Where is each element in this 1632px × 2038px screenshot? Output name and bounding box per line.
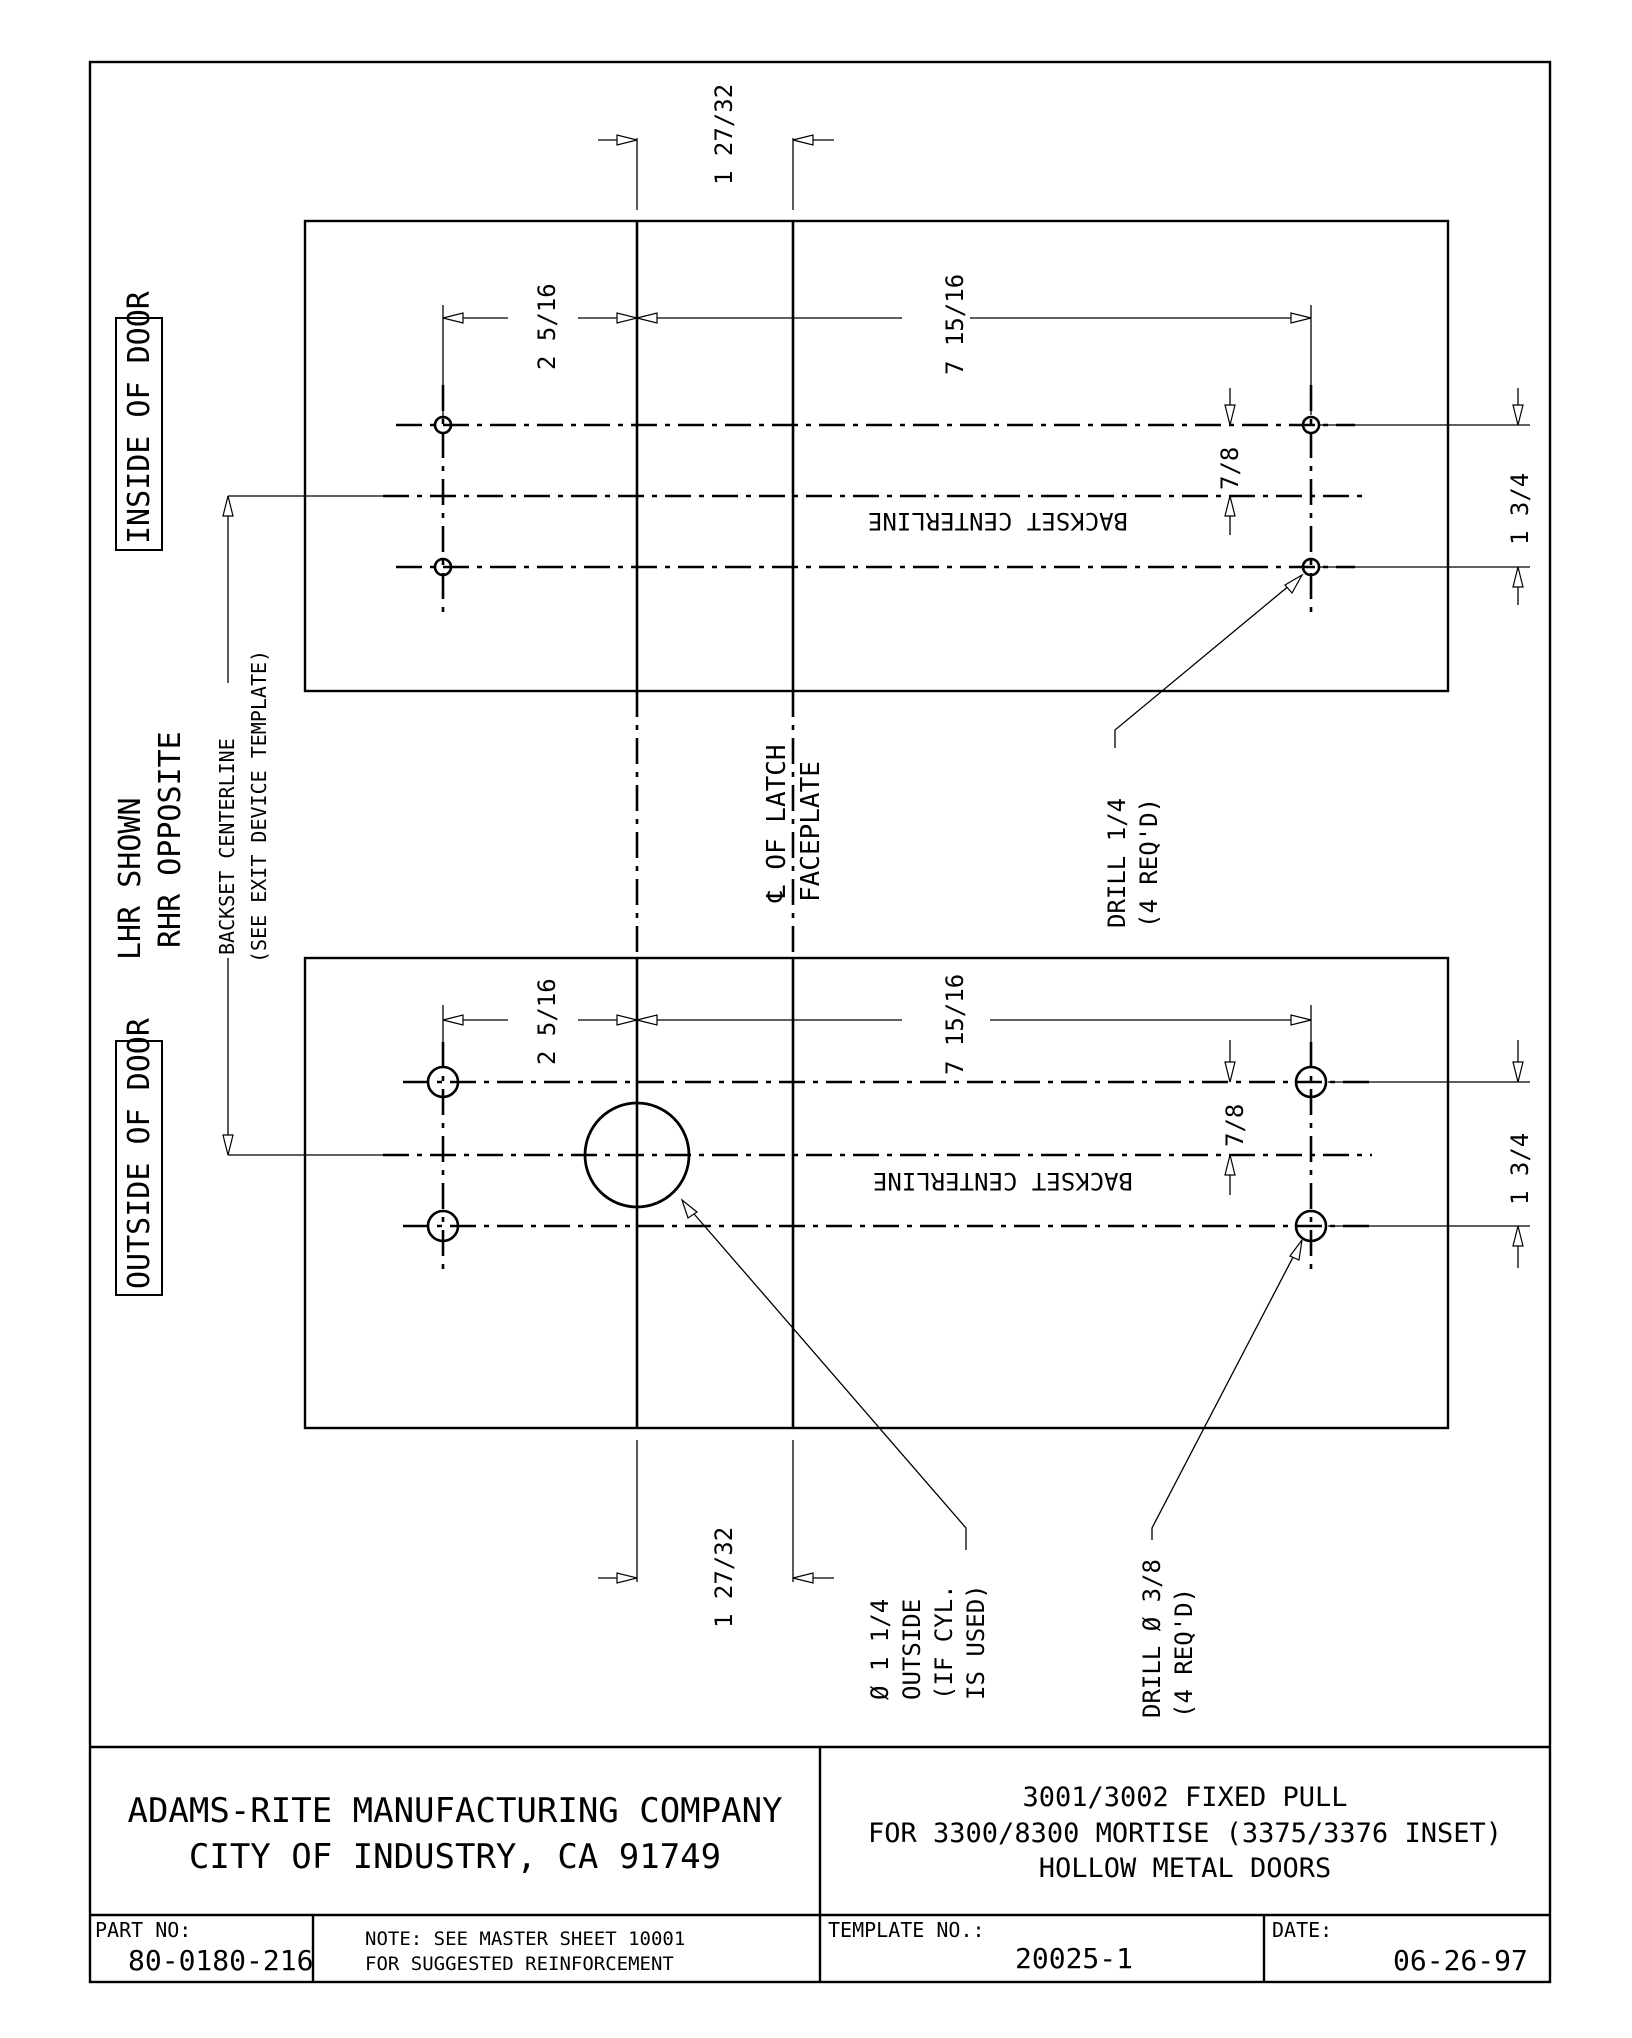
title-line-3: HOLLOW METAL DOORS [1039,1853,1332,1884]
outside-panel-drawing: 2 5/16 7 15/16 7/8 1 3/4 BACKSET CENTERL… [383,974,1534,1718]
inside-of-door-box [115,317,163,551]
hand-label-line2: RHR OPPOSITE [153,731,188,948]
inside-drill-note: DRILL 1/4 (4 REQ'D) [1103,784,1163,929]
backset-reference-line2: (SEE EXIT DEVICE TEMPLATE) [247,650,271,963]
outside-hole-2 [426,1209,460,1243]
inside-hole-4 [1301,557,1321,577]
template-no-label: TEMPLATE NO.: [828,1918,985,1942]
inside-backset-left-label: 2 5/16 [533,283,561,370]
outside-of-door-box [115,1040,163,1296]
latch-faceplate-line2: FACEPLATE [796,761,826,902]
cylinder-note: Ø 1 1/4 OUTSIDE (IF CYL. IS USED) [866,1570,990,1700]
date-value: 06-26-97 [1393,1944,1528,1977]
hand-label-line1: LHR SHOWN [113,797,148,960]
cylinder-note-line4: IS USED) [962,1584,990,1700]
top-latch-dimension-label: 1 27/32 [710,84,738,185]
latch-lines [635,138,795,1582]
bottom-latch-dimension: 1 27/32 [598,1527,834,1628]
inside-half-spacing-label: 7/8 [1216,447,1244,490]
inside-centerline-label: BACKSET CENTERLINE [868,507,1128,535]
latch-faceplate-label: ℄ OF LATCH FACEPLATE [762,729,826,903]
title-line-2: FOR 3300/8300 MORTISE (3375/3376 INSET) [868,1818,1502,1849]
side-labels: INSIDE OF DOOR OUTSIDE OF DOOR LHR SHOWN… [113,290,826,1296]
inside-door-panel [303,219,1450,693]
title-block: ADAMS-RITE MANUFACTURING COMPANY CITY OF… [90,1745,1550,1982]
outside-drill-note-line2: (4 REQ'D) [1170,1588,1198,1718]
top-latch-dimension: 1 27/32 [598,84,834,185]
inside-hole-3 [1301,415,1321,435]
outside-drill-note-line1: DRILL Ø 3/8 [1138,1559,1166,1718]
part-no-label: PART NO: [95,1918,191,1942]
outside-door-panel [303,956,1450,1430]
cylinder-note-line1: Ø 1 1/4 [866,1599,894,1700]
sheet-border [88,60,1552,1984]
reinforcement-note-line1: NOTE: SEE MASTER SHEET 10001 [365,1928,685,1950]
part-no-value: 80-0180-216 [128,1944,313,1977]
outside-total-spacing-label: 1 3/4 [1506,1133,1534,1205]
cylinder-note-line2: OUTSIDE [898,1599,926,1700]
bottom-latch-dimension-label: 1 27/32 [710,1527,738,1628]
company-name: ADAMS-RITE MANUFACTURING COMPANY [127,1791,782,1831]
outside-drill-note: DRILL Ø 3/8 (4 REQ'D) [1138,1545,1198,1718]
company-city: CITY OF INDUSTRY, CA 91749 [189,1837,721,1877]
cylinder-hole [583,1101,691,1209]
backset-reference-line1: BACKSET CENTERLINE [215,738,239,955]
date-label: DATE: [1272,1918,1332,1942]
inside-backset-right-label: 7 15/16 [941,274,969,375]
outside-backset-left-label: 2 5/16 [533,978,561,1065]
outside-half-spacing-label: 7/8 [1221,1104,1249,1147]
inside-of-door-label: INSIDE OF DOOR [122,290,157,544]
latch-faceplate-line1: ℄ OF LATCH [762,744,792,903]
template-no-value: 20025-1 [1015,1942,1133,1975]
title-line-1: 3001/3002 FIXED PULL [1022,1782,1347,1813]
inside-hole-2 [433,557,453,577]
inside-drill-note-line2: (4 REQ'D) [1135,798,1163,928]
outside-hole-4 [1294,1209,1328,1243]
inside-drill-note-line1: DRILL 1/4 [1103,798,1131,928]
backset-reference-label: BACKSET CENTERLINE (SEE EXIT DEVICE TEMP… [215,650,271,963]
outside-backset-right-label: 7 15/16 [941,974,969,1075]
inside-total-spacing-label: 1 3/4 [1506,473,1534,545]
hand-label: LHR SHOWN RHR OPPOSITE [113,731,188,960]
outside-of-door-label: OUTSIDE OF DOOR [122,1017,157,1289]
reinforcement-note-line2: FOR SUGGESTED REINFORCEMENT [365,1953,674,1975]
inside-panel-drawing: 2 5/16 7 15/16 7/8 1 3/4 BACKSET CENTERL… [383,274,1534,928]
cylinder-note-line3: (IF CYL. [930,1584,958,1700]
outside-centerline-label: BACKSET CENTERLINE [873,1167,1133,1195]
